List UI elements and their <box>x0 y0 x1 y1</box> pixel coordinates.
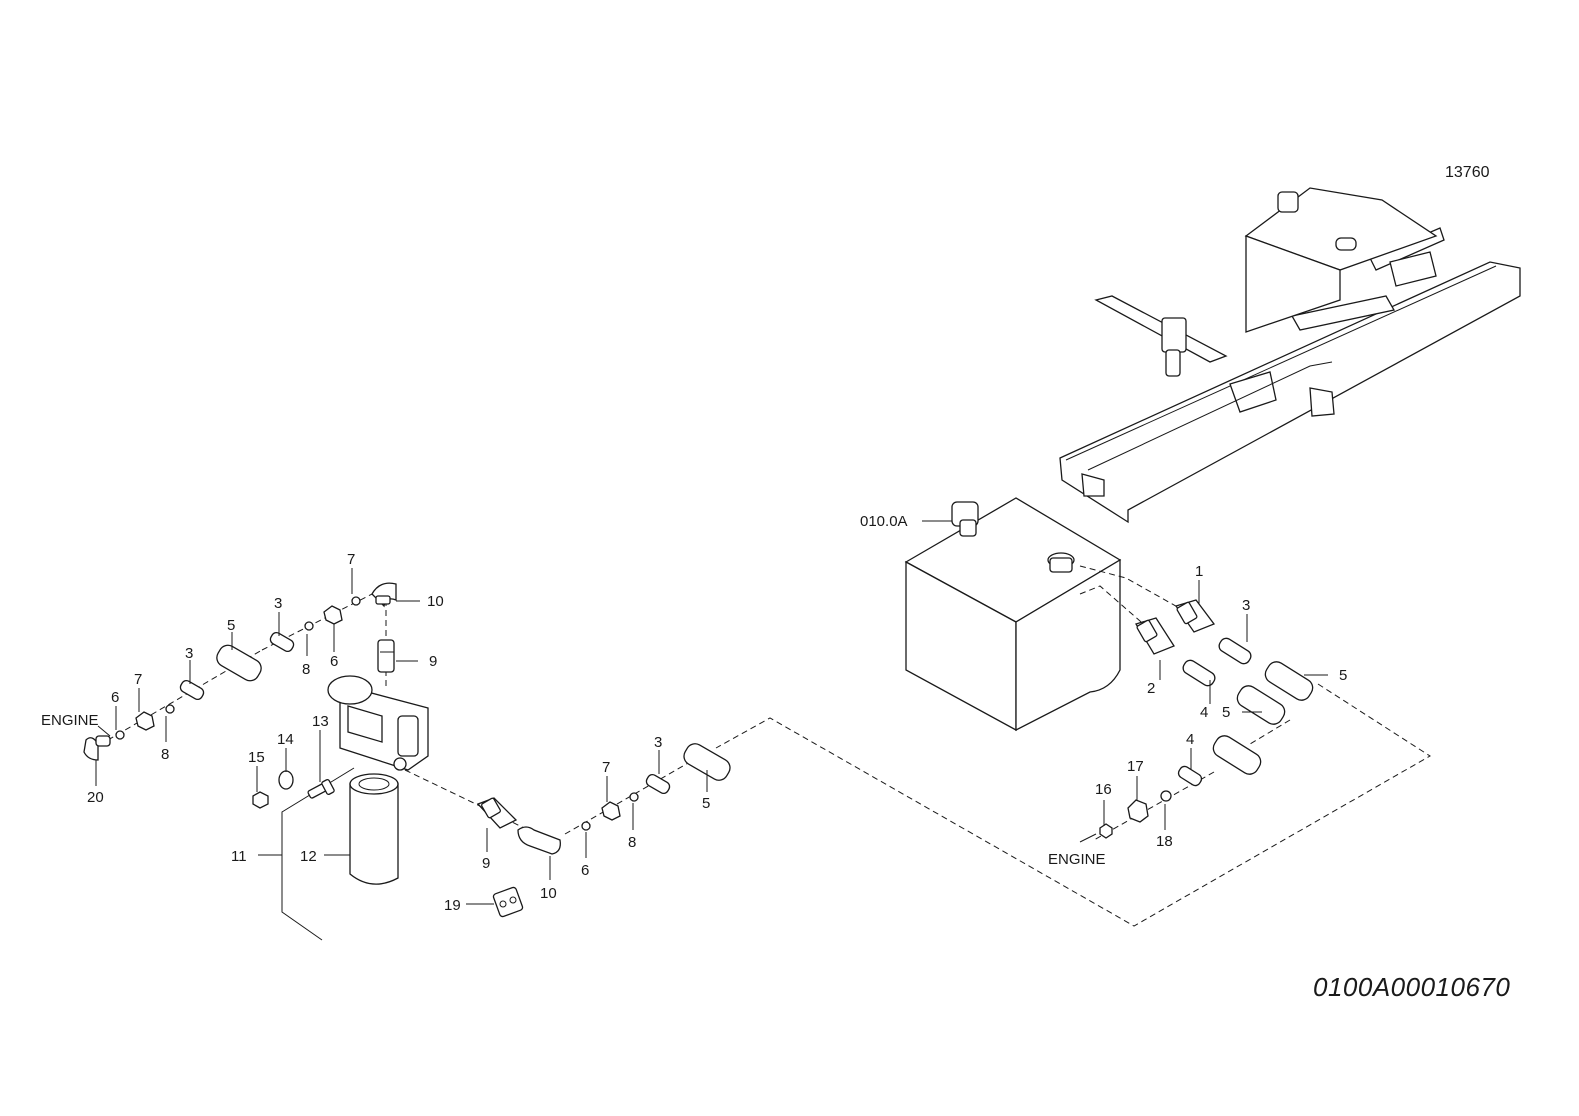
elbow-fitting-icon <box>517 826 561 855</box>
callout-6: 6 <box>111 689 119 706</box>
ferrule-icon <box>351 596 361 606</box>
nut-icon <box>135 711 155 731</box>
hose-spring-icon <box>216 644 262 682</box>
callout-9: 9 <box>482 855 490 872</box>
callout-19: 19 <box>444 897 461 914</box>
callout-17: 17 <box>1127 758 1144 775</box>
clamp-plate-icon <box>492 886 524 918</box>
filter-cartridge-icon <box>349 773 399 885</box>
chassis-frame-icon <box>1059 227 1521 524</box>
callout-1: 1 <box>1195 563 1203 580</box>
washer-icon <box>278 770 294 790</box>
fuel-line-route <box>404 769 541 837</box>
callout-010-0a: 010.0A <box>860 513 908 530</box>
callout-6: 6 <box>330 653 338 670</box>
callout-4: 4 <box>1200 704 1208 721</box>
nut-icon <box>323 605 343 625</box>
hose-spring-icon <box>1212 735 1262 775</box>
callout-10: 10 <box>427 593 444 610</box>
callout-5: 5 <box>702 795 710 812</box>
hose-sleeve-icon <box>269 631 295 653</box>
elbow-fitting-icon <box>371 582 397 608</box>
figure-reference-number: 13760 <box>1445 164 1490 181</box>
ferrule-icon <box>115 730 125 740</box>
tank-cap-icon <box>951 501 979 537</box>
ferrule-icon <box>1160 790 1172 802</box>
fuel-line-route <box>1249 719 1291 745</box>
callout-7: 7 <box>134 671 142 688</box>
ferrule-icon <box>304 621 314 631</box>
callout-10: 10 <box>540 885 557 902</box>
nut-icon <box>601 801 621 821</box>
callout-14: 14 <box>277 731 294 748</box>
callout-5: 5 <box>1339 667 1347 684</box>
fitting-icon <box>1135 617 1175 655</box>
callout-4: 4 <box>1186 731 1194 748</box>
callout-8: 8 <box>161 746 169 763</box>
hose-spring-icon <box>1264 661 1314 701</box>
elbow-fitting-icon <box>83 735 111 761</box>
nut-icon <box>1099 823 1113 839</box>
leader-lines <box>95 520 1328 905</box>
document-number: 0100A00010670 <box>1313 972 1511 1002</box>
engine-label-left: ENGINE <box>41 712 99 729</box>
callout-16: 16 <box>1095 781 1112 798</box>
nut-icon <box>1127 799 1149 823</box>
engine-label-right: ENGINE <box>1048 851 1106 868</box>
callout-9: 9 <box>429 653 437 670</box>
callout-3: 3 <box>274 595 282 612</box>
fitting-icon <box>1174 599 1216 633</box>
bolt-icon <box>307 778 335 799</box>
hose-sleeve-icon <box>645 773 671 795</box>
hose-sleeve-icon <box>179 679 205 701</box>
fuel-line-route <box>1079 565 1191 615</box>
callout-labels: 010.0A 1 3 5 2 4 5 4 16 17 18 ENGINE 7 1… <box>41 513 1347 914</box>
fuel-tank-icon <box>904 497 1122 732</box>
fitting-icon <box>476 797 518 829</box>
ferrule-icon <box>165 704 175 714</box>
callout-3: 3 <box>185 645 193 662</box>
fuel-filter-head-icon <box>327 675 429 771</box>
fuel-line-route <box>715 683 1431 927</box>
hose-sleeve-icon <box>1177 765 1203 787</box>
ferrule-icon <box>581 821 591 831</box>
callout-6: 6 <box>581 862 589 879</box>
nut-icon <box>252 791 269 809</box>
callout-5: 5 <box>227 617 235 634</box>
hose-sleeve-icon <box>1182 659 1216 687</box>
callout-3: 3 <box>654 734 662 751</box>
callout-2: 2 <box>1147 680 1155 697</box>
hose-spring-icon <box>1236 685 1286 725</box>
callout-11: 11 <box>231 848 247 865</box>
callout-13: 13 <box>312 713 329 730</box>
callout-3: 3 <box>1242 597 1250 614</box>
hose-sleeve-icon <box>1218 637 1252 665</box>
hose-spring-icon <box>683 743 731 781</box>
ferrule-icon <box>629 792 639 802</box>
callout-7: 7 <box>347 551 355 568</box>
fitting-icon <box>377 639 395 673</box>
fuel-line-route <box>1079 585 1149 629</box>
callout-5: 5 <box>1222 704 1230 721</box>
callout-8: 8 <box>628 834 636 851</box>
tank-sender-icon <box>1047 552 1075 573</box>
callout-20: 20 <box>87 789 104 806</box>
callout-7: 7 <box>602 759 610 776</box>
callout-15: 15 <box>248 749 265 766</box>
tank-on-frame-icon <box>1161 187 1438 377</box>
callout-12: 12 <box>300 848 317 865</box>
callout-18: 18 <box>1156 833 1173 850</box>
callout-8: 8 <box>302 661 310 678</box>
